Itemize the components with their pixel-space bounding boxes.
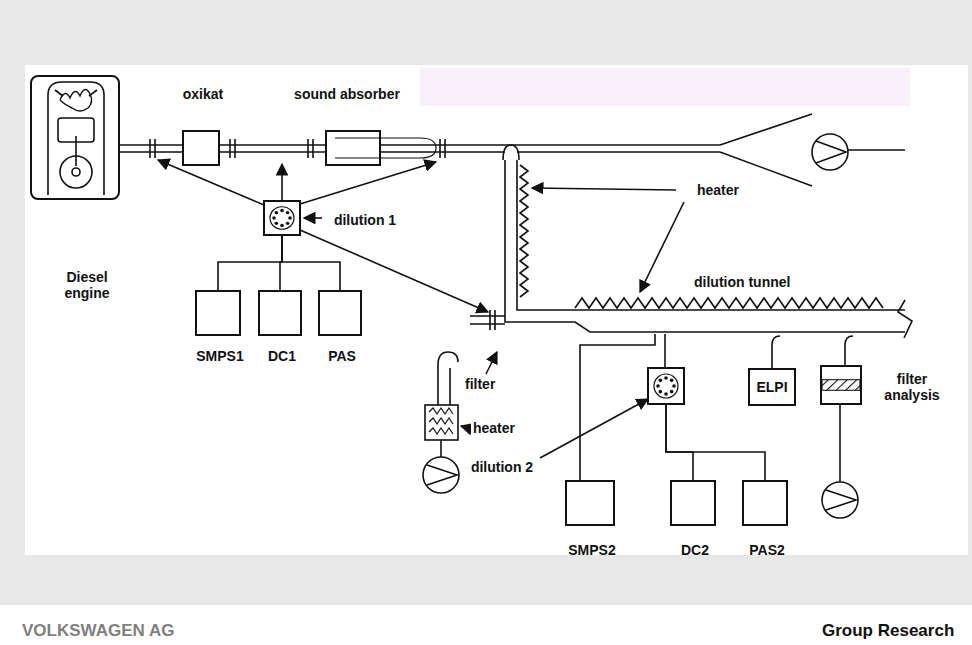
- sample-line: [218, 236, 282, 290]
- node-label: DC2: [681, 542, 709, 558]
- oxikat-box: oxikat: [182, 130, 220, 166]
- device-symbol: [649, 369, 683, 403]
- node-label: DC1: [268, 348, 296, 364]
- device-symbol: [265, 202, 299, 234]
- pipe-connector: [220, 145, 325, 152]
- pipe-connector: [120, 145, 182, 152]
- node-label: SMPS1: [196, 348, 243, 364]
- node-label: dilution 2: [471, 459, 533, 475]
- node-label: ELPI: [756, 379, 787, 395]
- callout-label: heater: [471, 420, 517, 436]
- callout-arrows: [304, 188, 684, 458]
- instrument-box: SMPS1: [195, 290, 241, 336]
- callout-label: filter: [463, 376, 497, 392]
- company-name: VOLKSWAGEN AG: [20, 623, 176, 639]
- node-label: filter analysis: [872, 371, 952, 403]
- sample-line: [282, 236, 340, 290]
- filter-analysis-box: filter analysis: [820, 365, 862, 405]
- node-label: SMPS2: [568, 542, 615, 558]
- callout-label: dilution tunnel: [692, 274, 792, 290]
- instrument-box: ELPI: [748, 368, 796, 406]
- instrument-box: PAS: [318, 290, 362, 336]
- node-label: PAS: [328, 348, 356, 364]
- sound-absorber-box: sound absorber: [325, 130, 381, 166]
- node-label: dilution 1: [334, 212, 396, 228]
- diesel-engine: Diesel engine: [30, 75, 120, 200]
- exhaust-pipe: [150, 114, 905, 186]
- device-symbol: [822, 367, 860, 403]
- tunnel-probes: [580, 334, 858, 518]
- node-label: sound absorber: [294, 86, 400, 102]
- node-label: Diesel engine: [57, 269, 117, 301]
- dilution-device: dilution 2: [647, 367, 685, 405]
- node-label: PAS2: [749, 542, 785, 558]
- engine-drawing: [48, 82, 104, 195]
- dilution-device: dilution 1: [263, 200, 301, 236]
- transfer-pipe: [503, 145, 528, 305]
- sample-line: [666, 405, 765, 480]
- callout-label: heater: [695, 182, 741, 198]
- top-band: [420, 68, 910, 106]
- instrument-box: SMPS2: [565, 480, 615, 526]
- node-label: oxikat: [183, 86, 223, 102]
- dilution-tunnel: [470, 298, 912, 338]
- instrument-box: PAS2: [742, 480, 788, 526]
- department-name: Group Research: [820, 623, 956, 639]
- sample-line: [666, 405, 693, 480]
- instrument-box: DC2: [670, 480, 716, 526]
- filter-pump-branch: [423, 352, 459, 493]
- instrument-box: DC1: [258, 290, 302, 336]
